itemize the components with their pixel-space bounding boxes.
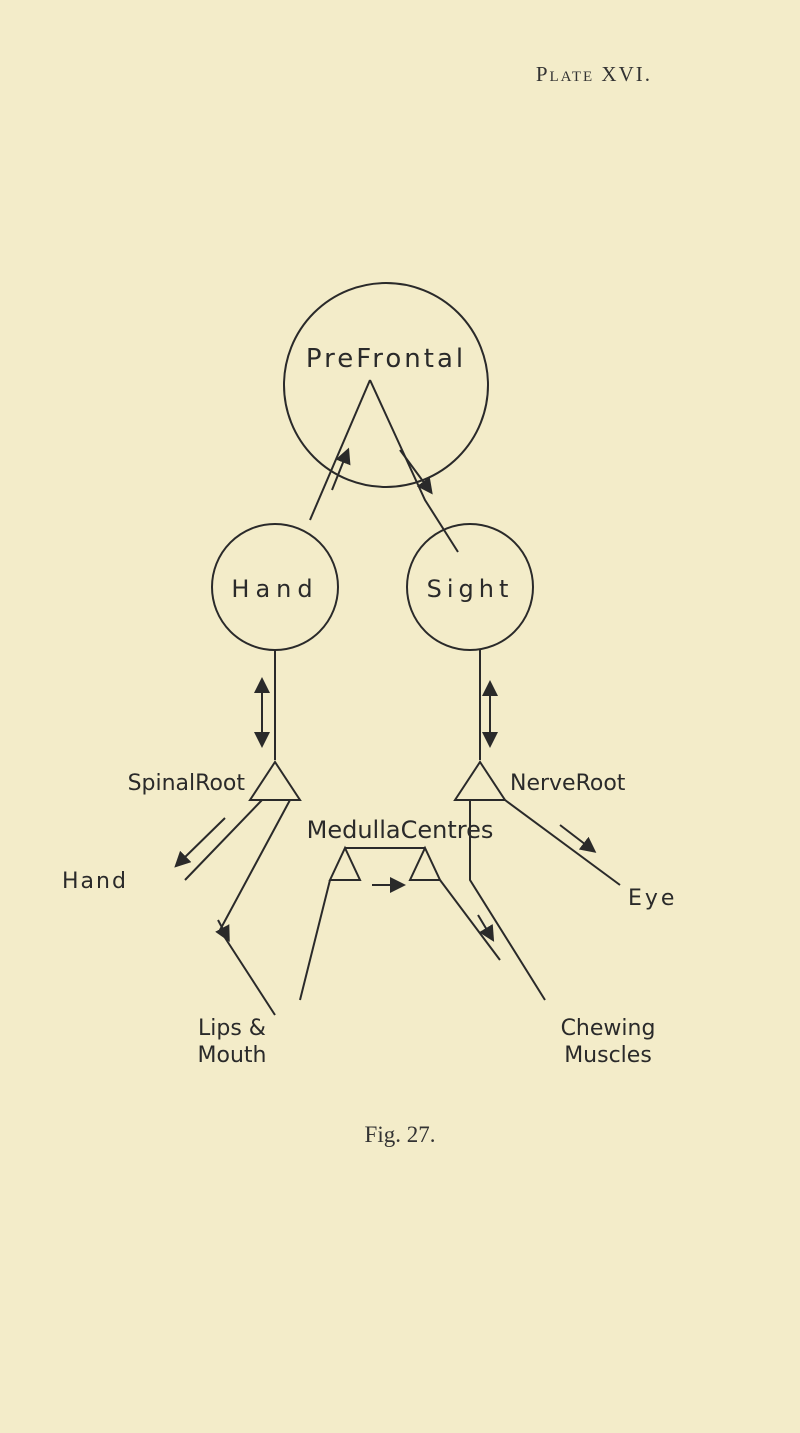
prefrontal-to-hand-line: [309, 379, 371, 521]
hand-centre-label: Hand: [231, 575, 318, 603]
spinal-to-hand-arrow: [174, 817, 226, 868]
nerve-to-eye-line: [504, 799, 621, 886]
nerve-root-triangle: [453, 760, 507, 801]
sight-centre-label: Sight: [427, 575, 514, 603]
figure-caption: Fig. 27.: [364, 1122, 436, 1147]
chewing-label-line2: Muscles: [564, 1043, 652, 1068]
spinal-root-label: SpinalRoot: [128, 771, 246, 796]
spinal-to-hand-line: [184, 799, 263, 881]
nerve-root-label: NerveRoot: [510, 771, 626, 796]
prefrontal-to-sight-line: [369, 379, 459, 553]
prefrontal-label: PreFrontal: [306, 344, 466, 374]
plate-label: Plate XVI.: [535, 62, 652, 86]
lips-label-line2: Mouth: [198, 1043, 267, 1068]
medulla-label: MedullaCentres: [307, 816, 494, 844]
spinal-root-triangle: [248, 760, 302, 801]
sight-centre-circle: [406, 523, 534, 651]
medulla-left-triangle: [328, 845, 362, 881]
prefrontal-sight-arrow: [399, 449, 433, 495]
hand-label: Hand: [62, 869, 128, 894]
spinal-to-lips-arrow: [215, 919, 230, 943]
nerve-to-eye-arrow: [559, 824, 597, 853]
medulla-right-triangle: [408, 845, 442, 881]
nerve-to-chewing-line: [469, 800, 546, 1001]
chewing-label-line1: Chewing: [561, 1016, 656, 1041]
lips-label-line1: Lips &: [198, 1016, 266, 1041]
prefrontal-hand-arrow: [331, 447, 351, 491]
prefrontal-circle: [283, 282, 489, 488]
medulla-to-chewing-line: [439, 879, 501, 961]
eye-label: Eye: [628, 886, 677, 911]
nerve-to-chewing-arrow: [477, 914, 495, 942]
medulla-to-lips-line: [299, 879, 331, 1001]
